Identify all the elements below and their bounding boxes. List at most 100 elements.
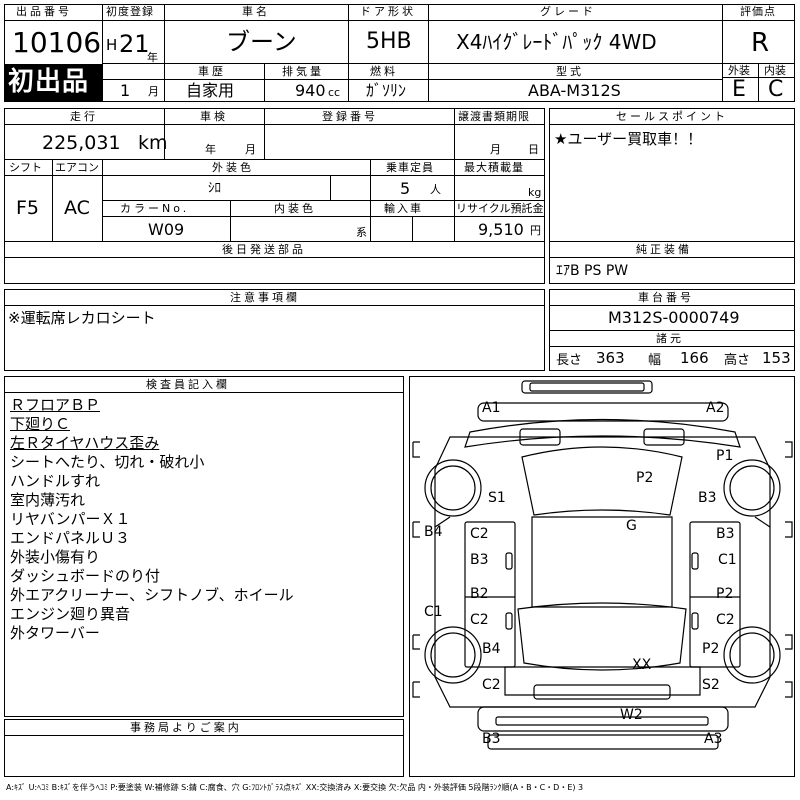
model-code-label: 型式 [556, 65, 584, 78]
width-label: 幅 [648, 353, 662, 368]
damage-mark: P2 [636, 470, 654, 486]
damage-mark: G [626, 518, 637, 534]
displacement: 940 [295, 81, 326, 100]
interior-grade-label: 内装 [764, 64, 786, 77]
length-label: 長さ [556, 353, 583, 368]
inspector-note: ハンドルすれ [10, 472, 101, 490]
exterior-grade-label: 外装 [728, 64, 750, 77]
registration-era: H [106, 36, 118, 54]
damage-mark: B4 [482, 641, 501, 657]
mileage-unit: km [138, 132, 168, 154]
registration-year: 21 [119, 30, 150, 58]
inspector-note: リヤバンパーＸ１ [10, 510, 131, 528]
equipment-label: 純正装備 [636, 243, 692, 256]
later-parts-label: 後日発送部品 [222, 243, 306, 256]
max-load-label: 最大積載量 [464, 161, 524, 174]
first-registration-label: 初度登録 [106, 5, 154, 18]
damage-mark: B3 [470, 552, 489, 568]
caution-block [4, 289, 545, 371]
damage-mark: C2 [470, 612, 489, 628]
car-outline [412, 380, 793, 750]
inspector-note: 外装小傷有り [10, 548, 101, 566]
import-label: 輸入車 [384, 202, 423, 215]
office-notice-block [4, 719, 404, 777]
door-type: 5HB [366, 29, 412, 54]
width: 166 [680, 349, 709, 367]
damage-mark: C2 [470, 526, 489, 542]
damage-mark: A3 [704, 731, 723, 747]
exterior-color-label: 外装色 [212, 161, 254, 174]
caution-label: 注意事項欄 [230, 291, 300, 304]
model-code: ABA-M312S [528, 81, 621, 100]
inspector-note: エンドパネルＵ３ [10, 529, 131, 547]
transfer-deadline-label: 譲渡書類期限 [458, 110, 530, 123]
inspection-label: 車検 [200, 110, 228, 123]
damage-mark: B3 [482, 731, 501, 747]
car-name-label: 車名 [242, 5, 270, 18]
damage-mark: B2 [470, 586, 489, 602]
damage-mark: B3 [698, 490, 717, 506]
interior-color-label: 内装色 [274, 202, 316, 215]
inspector-note: シートへたり、切れ・破れ小 [10, 453, 205, 471]
displacement-label: 排気量 [282, 65, 324, 78]
damage-mark: C2 [716, 612, 735, 628]
score-label: 評価点 [740, 5, 776, 18]
recycle-fee-label: リサイクル預託金 [456, 202, 544, 215]
damage-mark: XX [632, 657, 652, 673]
damage-mark: C1 [718, 552, 737, 568]
damage-mark: P2 [702, 641, 720, 657]
shift: F5 [16, 197, 40, 219]
damage-mark: C2 [482, 677, 501, 693]
damage-mark: W2 [620, 707, 643, 723]
inspector-note: 左Ｒタイヤハウス歪み [10, 434, 160, 452]
transfer-day-unit: 日 [528, 143, 539, 156]
dimensions-label: 諸元 [656, 332, 684, 345]
capacity-unit: 人 [430, 183, 441, 196]
inspector-notes-list: ＲフロアＢＰ 下廻りＣ 左Ｒタイヤハウス歪み シートへたり、切れ・破れ小 ハンド… [10, 396, 294, 643]
inspector-note: エンジン廻り異音 [10, 605, 131, 623]
max-load-unit: kg [528, 186, 542, 199]
damage-mark: P2 [716, 586, 734, 602]
color-number-label: カラーNo. [120, 202, 190, 215]
inspector-note: 外タワーバー [10, 624, 100, 642]
damage-mark: C1 [424, 604, 443, 620]
damage-mark: S2 [702, 677, 720, 693]
inspector-note: 外エアクリーナー、シフトノブ、ホイール [10, 586, 294, 604]
displacement-unit: cc [328, 86, 341, 99]
color-number: W09 [148, 220, 185, 239]
sales-point-block [549, 108, 795, 284]
car-name: ブーン [226, 28, 297, 56]
damage-mark: A1 [482, 400, 501, 416]
month-unit: 月 [148, 85, 159, 98]
office-notice-label: 事務局よりご案内 [130, 721, 242, 734]
chassis-number-label: 車台番号 [638, 291, 694, 304]
year-unit: 年 [147, 51, 158, 64]
aircon: AC [64, 197, 90, 219]
damage-mark: B3 [716, 526, 735, 542]
interior-grade: C [768, 77, 784, 102]
interior-color-unit: 系 [356, 226, 367, 239]
chassis-number: M312S-0000749 [608, 308, 740, 327]
sales-point-label: セールスポイント [616, 110, 728, 123]
capacity-label: 乗車定員 [386, 161, 434, 174]
inspector-notes-label: 検査員記入欄 [146, 378, 230, 391]
length: 363 [596, 349, 625, 367]
legend: A:ｷｽﾞ U:ﾍｺﾐ B:ｷｽﾞを伴うﾍｺﾐ P:要塗装 W:補修跡 S:錆 … [6, 783, 584, 792]
mileage-label: 走行 [70, 110, 98, 123]
registration-number-label: 登録番号 [322, 110, 378, 123]
damage-mark: S1 [488, 490, 506, 506]
registration-month: 1 [120, 81, 131, 100]
damage-mark: P1 [716, 448, 734, 464]
lot-number-label: 出品番号 [16, 5, 72, 18]
vehicle-history: 自家用 [186, 81, 235, 100]
height-label: 高さ [724, 353, 751, 368]
grade-label: グレード [540, 5, 596, 18]
lot-number: 10106 [12, 26, 102, 59]
equipment: ｴｱB PS PW [556, 263, 629, 279]
first-listing-badge: 初出品 [8, 67, 90, 97]
exterior-color: ｼﾛ [208, 181, 221, 196]
fuel-label: 燃料 [370, 65, 398, 78]
inspector-note: 室内薄汚れ [10, 491, 86, 509]
transfer-month-unit: 月 [490, 143, 501, 156]
inspector-note: ＲフロアＢＰ [10, 396, 101, 414]
